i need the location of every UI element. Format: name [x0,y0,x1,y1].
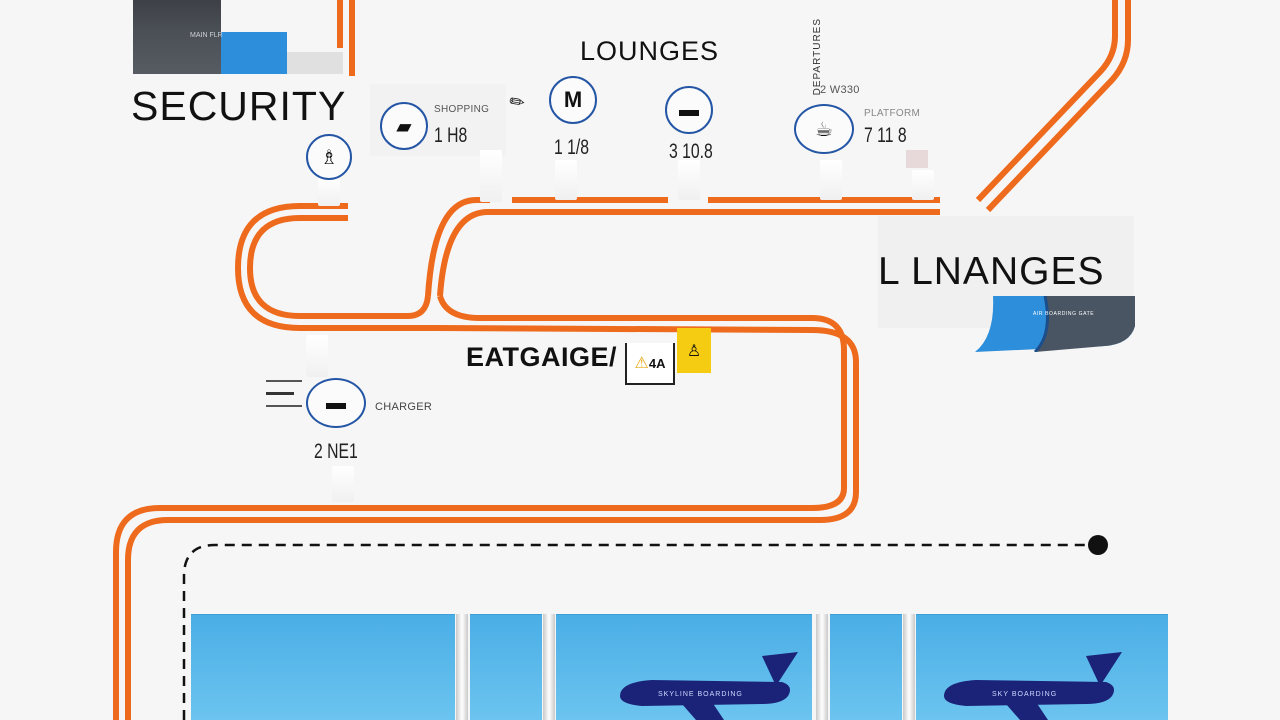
lounges-right-label: L LNANGES [878,250,1105,293]
poi-metro[interactable]: M [549,76,597,124]
airplane-icon: SKYLINE BOARDING [620,652,798,720]
security-scanner-icon: ♗ [320,146,338,169]
poi-lower-lounge-code: 2 NE1 [314,440,358,463]
menu-lines-icon [266,378,302,412]
poi-lower-lounge-sub: CHARGER [375,401,433,413]
header-block-text: MAIN FLR [190,32,223,39]
warning-icon: ⚠ [634,355,649,372]
gate-tag[interactable]: ⚠ 4A [625,343,675,385]
departures-sub: 2 W330 [820,84,860,96]
luggage-icon: ▰ [396,115,412,138]
yellow-badge[interactable]: ♙ [677,328,711,373]
poi-stem [318,178,340,206]
window-mullion [456,614,468,720]
terminal-window-2 [470,614,542,720]
poi-stem [820,160,842,200]
coffee-cart-icon: ☕ [815,118,833,141]
header-block-dark [133,0,221,74]
poi-cafe-code: 7 11 8 [864,124,907,147]
poi-baggage[interactable]: ▰ [380,102,428,150]
poi-metro-code: 1 1/8 [554,136,590,159]
terminal-window-1 [191,614,455,720]
terminal-window-4 [830,614,902,720]
poi-baggage-sub: SHOPPING [434,104,490,115]
security-label: SECURITY [131,83,347,129]
food-tray-icon: ▬ [679,98,699,121]
plane-livery-text: SKY BOARDING [992,691,1057,698]
gate-tag-text: 4A [648,355,666,371]
airplane-icon: SKY BOARDING [944,652,1122,720]
lounge-sofa-icon: ▬ [326,391,346,414]
poi-stem [555,160,577,200]
small-marker [906,150,928,168]
window-mullion [543,614,555,720]
poi-stem [306,335,328,377]
poi-security[interactable]: ♗ [306,134,352,180]
header-block-blue [221,32,287,74]
poi-stem [332,466,354,502]
lounges-banner: AIR BOARDING GATE [975,296,1135,352]
poi-cafe-sub: PLATFORM [864,108,921,119]
person-icon: ♙ [686,342,702,360]
pen-icon: ✎ [505,89,530,115]
plane-livery-text: SKYLINE BOARDING [658,691,743,698]
poi-food-code: 3 10.8 [669,140,713,163]
poi-lower-lounge[interactable]: ▬ [306,378,366,428]
lounges-label: LOUNGES [580,36,720,66]
window-mullion [816,614,828,720]
poi-cafe[interactable]: ☕ [794,104,854,154]
poi-food[interactable]: ▬ [665,86,713,134]
banner-text: AIR BOARDING GATE [1033,311,1094,317]
poi-stem [480,150,502,202]
eating-label: EATGAIGE/ [466,342,618,372]
poi-stem [678,160,700,200]
window-mullion [903,614,915,720]
metro-m-icon: M [563,87,583,112]
poi-stem [912,170,934,200]
header-block-grey [287,52,343,74]
poi-baggage-code: 1 H8 [434,124,468,147]
